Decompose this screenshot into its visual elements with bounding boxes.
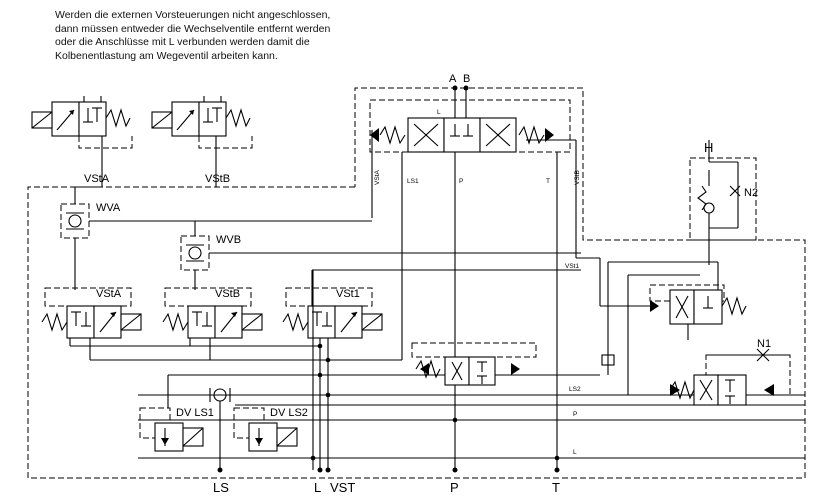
label-vstb-top: VStB bbox=[205, 173, 230, 185]
port-l: L bbox=[314, 480, 321, 495]
pilot-valve-vstb-top bbox=[151, 96, 253, 187]
solenoid-valve-vsta bbox=[41, 287, 142, 360]
main-enclosure bbox=[27, 87, 806, 479]
solenoid-valve-vstb bbox=[162, 287, 263, 360]
note-line-3: oder die Anschlüsse mit L verbunden werd… bbox=[55, 36, 310, 48]
label-vst1-right: VSt1 bbox=[565, 263, 579, 270]
shuttle-valve-h bbox=[697, 140, 741, 265]
main-directional-valve: L bbox=[369, 85, 571, 153]
label-wvb: WVB bbox=[216, 234, 241, 246]
label-dvls2: DV LS2 bbox=[270, 407, 308, 419]
shuttle-valve-wva bbox=[60, 186, 372, 290]
note-line-2: dann müssen entweder die Wechselventile … bbox=[55, 22, 331, 35]
solenoid-valve-vst1 bbox=[282, 269, 581, 339]
relief-valve-dvls2 bbox=[233, 407, 298, 452]
label-l-main: L bbox=[437, 109, 441, 116]
label-vsta-rotated: VStA bbox=[374, 170, 381, 185]
label-n2: N2 bbox=[744, 187, 758, 199]
port-t: T bbox=[552, 480, 560, 495]
enclosures bbox=[27, 87, 806, 479]
pressure-compensator-valve bbox=[411, 342, 537, 386]
label-vstb-rotated: VStB bbox=[574, 170, 581, 185]
label-n1: N1 bbox=[757, 338, 771, 350]
label-l-right: L bbox=[573, 449, 577, 456]
label-ls2-right: LS2 bbox=[569, 386, 581, 393]
port-a: A bbox=[449, 73, 457, 85]
label-wva: WVA bbox=[96, 202, 121, 214]
label-t-main: T bbox=[546, 178, 550, 185]
bottom-ports bbox=[217, 467, 560, 473]
label-vsta-top: VStA bbox=[84, 173, 110, 185]
port-h: H bbox=[704, 140, 713, 155]
right-compensator-valve bbox=[669, 348, 791, 406]
port-b: B bbox=[463, 73, 470, 85]
label-vsta: VStA bbox=[96, 288, 122, 300]
note-line-1: Werden die externen Vorsteuerungen nicht… bbox=[55, 9, 331, 21]
label-vst1: VSt1 bbox=[336, 288, 360, 300]
note-line-4: Kolbenentlastung am Wegeventil arbeiten … bbox=[55, 49, 278, 62]
shuttle-valve-ls bbox=[209, 388, 231, 470]
label-dvls1: DV LS1 bbox=[176, 407, 214, 419]
port-p: P bbox=[450, 480, 459, 495]
label-p-right: P bbox=[573, 411, 577, 418]
label-p-main: P bbox=[459, 178, 463, 185]
port-ls: LS bbox=[213, 480, 229, 495]
shuttle-valve-wvb bbox=[180, 221, 581, 290]
label-ls1: LS1 bbox=[407, 178, 419, 185]
right-directional-valve bbox=[576, 257, 747, 395]
port-vst: VST bbox=[330, 480, 355, 495]
explanatory-note: Werden die externen Vorsteuerungen nicht… bbox=[55, 9, 355, 63]
relief-valve-dvls1 bbox=[139, 407, 204, 452]
shuttle-enclosure-h bbox=[689, 157, 757, 241]
pilot-valve-vsta-top bbox=[31, 96, 133, 187]
label-vstb: VStB bbox=[215, 288, 240, 300]
main-lines: LS1 P T VStA VStB bbox=[371, 130, 581, 470]
